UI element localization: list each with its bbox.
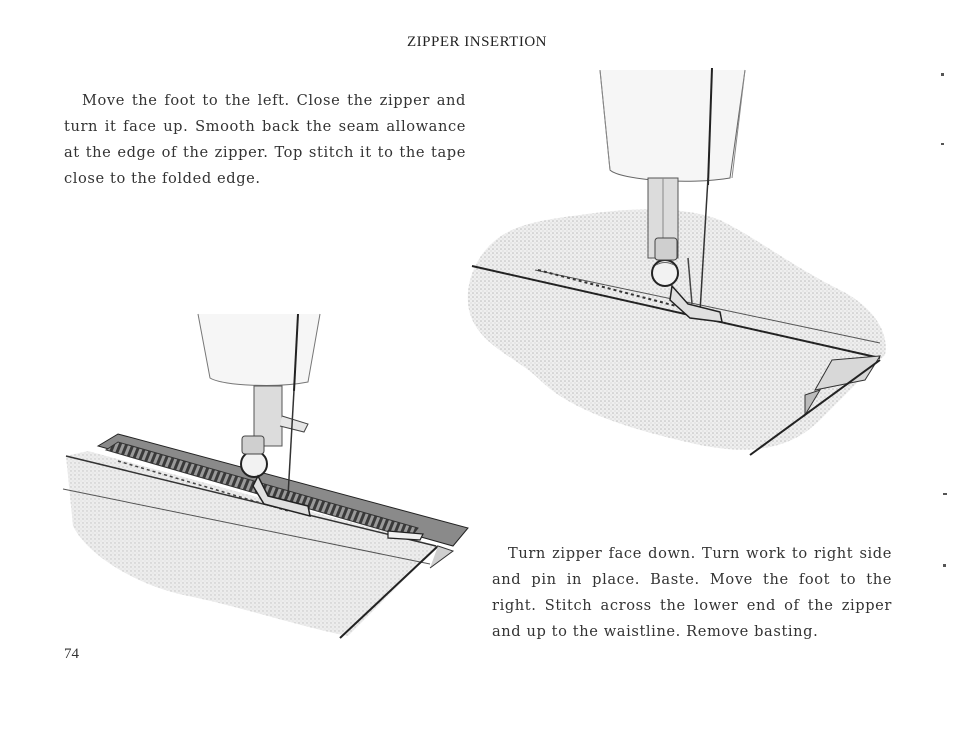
fabric-shape: [66, 451, 438, 636]
screw-knob: [651, 259, 679, 287]
zipper-foot: [252, 474, 311, 518]
fabric-shape: [467, 209, 886, 450]
page-number: 74: [64, 646, 79, 662]
machine-head: [599, 69, 746, 182]
screw-knob: [240, 450, 268, 478]
machine-head: [197, 313, 321, 386]
scan-speck: [943, 564, 946, 567]
scan-speck: [941, 143, 944, 145]
instruction-paragraph-2: Turn zipper face down. Turn work to righ…: [492, 545, 892, 640]
scan-speck: [941, 73, 944, 76]
fold-line: [471, 265, 881, 359]
presser-foot: [669, 284, 723, 323]
zipper-pull: [387, 530, 424, 541]
page-title: ZIPPER INSERTION: [406, 34, 548, 50]
scan-speck: [943, 493, 947, 495]
sewing-illustration-bottom: [62, 313, 469, 639]
stitch-line: [537, 269, 681, 308]
instruction-paragraph-1: Move the foot to the left. Close the zip…: [64, 92, 466, 187]
sewing-illustration-top: [467, 67, 886, 456]
